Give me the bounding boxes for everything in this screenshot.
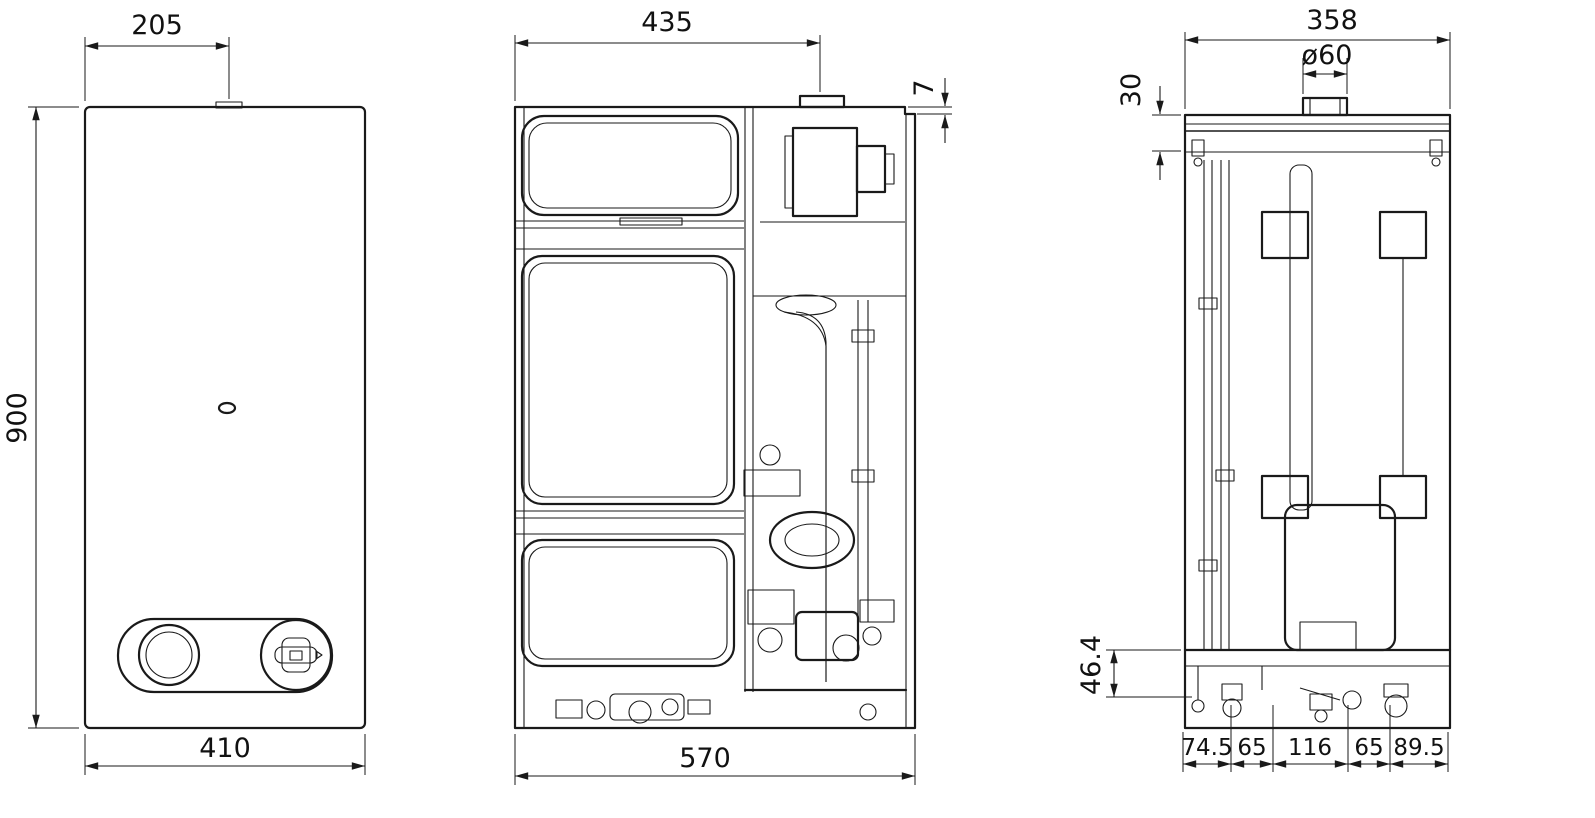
front-bottom-width-label: 410 bbox=[199, 733, 251, 764]
side-top-width-label: 435 bbox=[641, 7, 693, 38]
rear-cap-height-label: 30 bbox=[1116, 73, 1147, 107]
rear-dim-flue-diameter: ø60 bbox=[1302, 40, 1353, 94]
rear-view: 358 ø60 30 46.4 bbox=[1076, 5, 1452, 772]
front-view: 205 900 410 bbox=[2, 10, 367, 775]
side-view-body bbox=[513, 94, 917, 730]
side-dim-top-offset: 7 bbox=[908, 78, 952, 143]
front-height-label: 900 bbox=[2, 392, 33, 444]
rear-bottom-seg-1-label: 74.5 bbox=[1181, 735, 1232, 761]
rear-dim-bottom-chain: 74.5 65 116 65 89.5 bbox=[1181, 705, 1449, 772]
side-top-offset-label: 7 bbox=[909, 79, 940, 96]
front-view-body bbox=[83, 101, 367, 730]
side-dim-top-width: 435 bbox=[514, 7, 821, 101]
front-dim-top-width: 205 bbox=[84, 10, 230, 101]
rear-bottom-seg-5-label: 89.5 bbox=[1393, 735, 1444, 761]
rear-bottom-seg-2-label: 65 bbox=[1237, 735, 1266, 761]
front-dim-height: 900 bbox=[2, 106, 79, 729]
rear-dim-cap-height: 30 bbox=[1116, 73, 1181, 180]
front-top-width-label: 205 bbox=[131, 10, 183, 41]
rear-view-body bbox=[1183, 96, 1452, 730]
side-bottom-width-label: 570 bbox=[679, 743, 731, 774]
rear-dim-top-width: 358 bbox=[1184, 5, 1451, 109]
rear-flue-diameter-label: ø60 bbox=[1302, 40, 1353, 71]
rear-bottom-seg-3-label: 116 bbox=[1288, 735, 1332, 761]
rear-top-width-label: 358 bbox=[1306, 5, 1358, 36]
front-dim-bottom-width: 410 bbox=[84, 733, 366, 775]
side-dim-bottom-width: 570 bbox=[514, 734, 916, 785]
side-section-view: 435 7 570 bbox=[513, 7, 952, 785]
rear-bottom-seg-4-label: 65 bbox=[1354, 735, 1383, 761]
rear-base-height-label: 46.4 bbox=[1076, 635, 1107, 695]
rear-dim-base-height: 46.4 bbox=[1076, 635, 1192, 698]
